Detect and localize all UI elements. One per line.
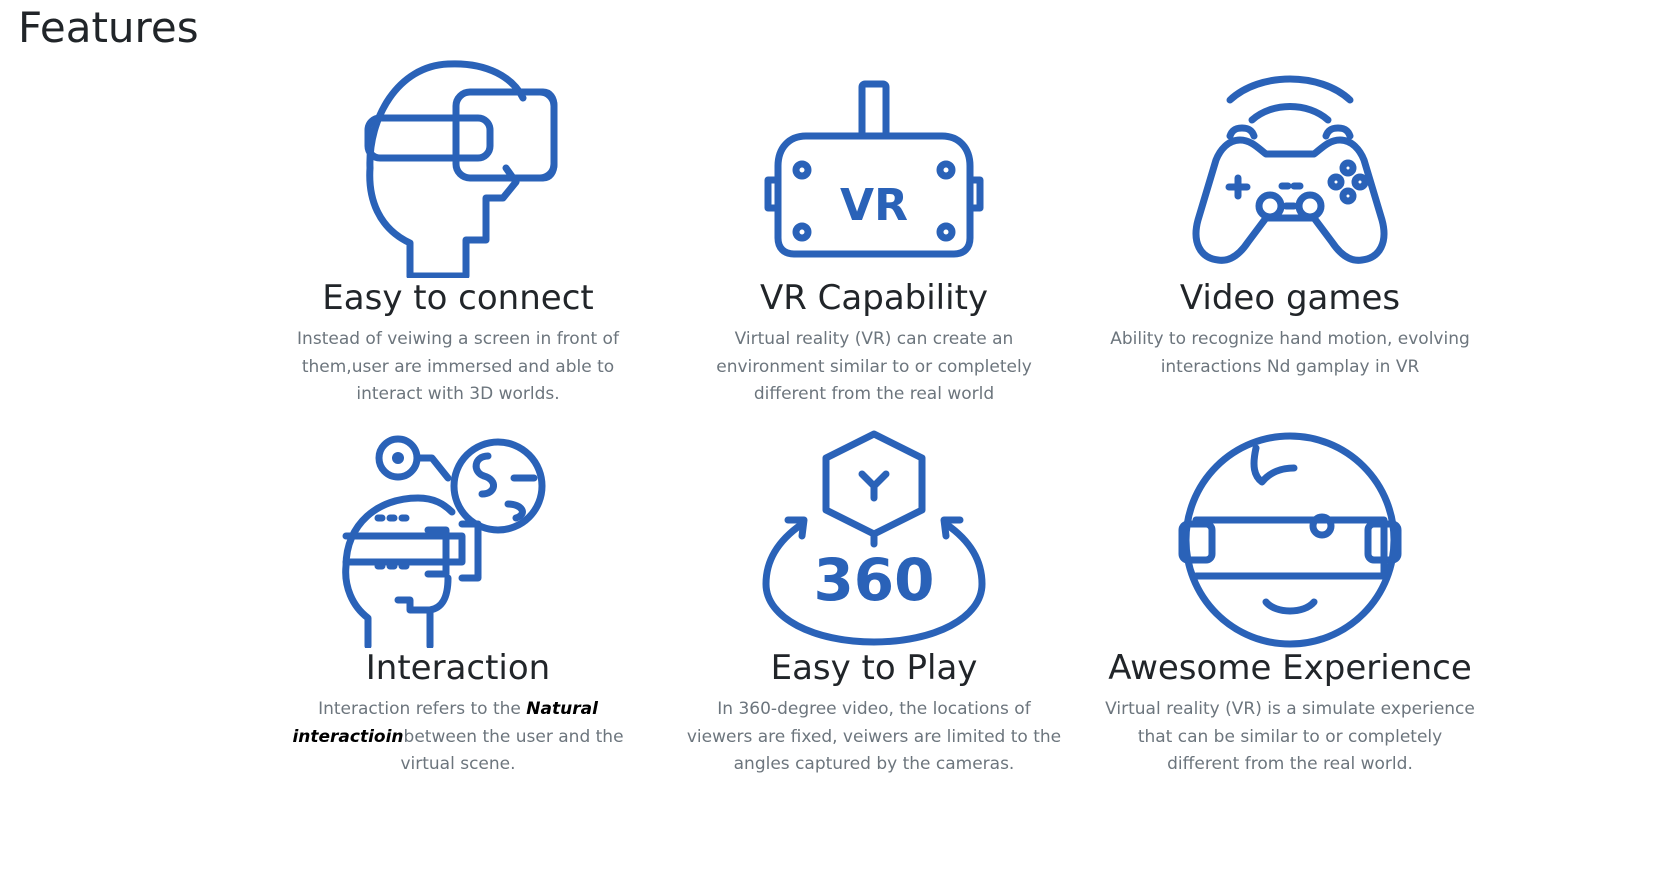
feature-description: In 360-degree video, the locations of vi… xyxy=(686,699,1062,774)
feature-title: Interaction xyxy=(365,648,551,688)
page-title: Features xyxy=(18,3,199,52)
interaction-head-icon xyxy=(338,428,578,648)
feature-title: Easy to Play xyxy=(770,648,978,688)
vr-goggles-icon: VR xyxy=(754,58,994,278)
feature-easy-to-connect: Easy to connect Instead of veiwing a scr… xyxy=(248,58,668,409)
feature-awesome-experience: Awesome Experience Virtual reality (VR) … xyxy=(1080,428,1500,779)
vr-face-icon xyxy=(1170,428,1410,648)
feature-description: Interaction refers to the Natural intera… xyxy=(292,699,624,774)
vr-label: VR xyxy=(840,180,908,231)
feature-video-games: Video games Ability to recognize hand mo… xyxy=(1080,58,1500,381)
feature-title: Awesome Experience xyxy=(1108,648,1472,688)
description-emphasis: Natural interactioin xyxy=(292,699,598,747)
feature-title: Video games xyxy=(1179,278,1401,318)
feature-interaction: Interaction Interaction refers to the Na… xyxy=(248,428,668,779)
feature-title: VR Capability xyxy=(759,278,989,318)
feature-description: Ability to recognize hand motion, evolvi… xyxy=(1110,329,1470,377)
vr-headset-head-icon xyxy=(338,58,578,278)
360-label: 360 xyxy=(813,546,934,614)
feature-description: Instead of veiwing a screen in front of … xyxy=(297,329,619,404)
feature-title: Easy to connect xyxy=(322,278,594,318)
360-cube-icon: 360 xyxy=(754,428,994,648)
feature-easy-to-play: 360 Easy to Play In 360-degree video, th… xyxy=(664,428,1084,779)
feature-vr-capability: VR VR Capability Virtual reality (VR) ca… xyxy=(664,58,1084,409)
gamepad-icon xyxy=(1170,58,1410,278)
feature-description: Virtual reality (VR) is a simulate exper… xyxy=(1105,699,1475,774)
feature-description: Virtual reality (VR) can create an envir… xyxy=(716,329,1032,404)
